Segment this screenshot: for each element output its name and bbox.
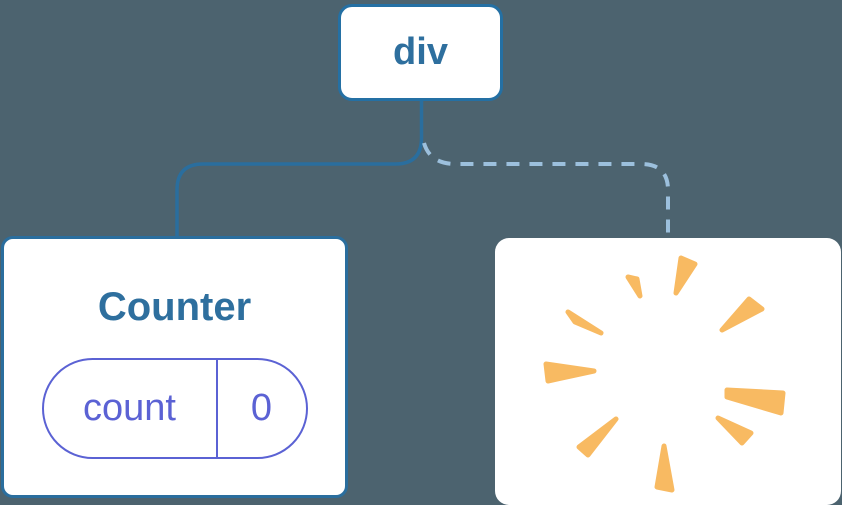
state-pill-key: count <box>83 387 176 429</box>
counter-card-title: Counter <box>97 285 252 329</box>
state-pill-value: 0 <box>215 360 306 457</box>
poof-starburst-icon <box>543 255 786 493</box>
poof-ray <box>654 443 675 493</box>
tree-node-div: div <box>338 4 503 101</box>
poof-ray <box>715 415 754 446</box>
counter-component-card: Counter count 0 <box>1 236 348 498</box>
poof-ray <box>565 309 604 336</box>
poof-ray <box>576 416 619 458</box>
connector-dashed-line <box>422 142 670 234</box>
state-pill: count 0 <box>41 358 308 459</box>
removed-component-card <box>495 238 841 505</box>
poof-ray <box>543 361 597 384</box>
connector-solid-line <box>175 100 424 237</box>
poof-ray <box>719 296 765 333</box>
poof-ray <box>673 255 698 296</box>
poof-ray <box>724 387 786 416</box>
tree-node-div-label: div <box>393 31 448 73</box>
poof-ray <box>625 274 643 299</box>
